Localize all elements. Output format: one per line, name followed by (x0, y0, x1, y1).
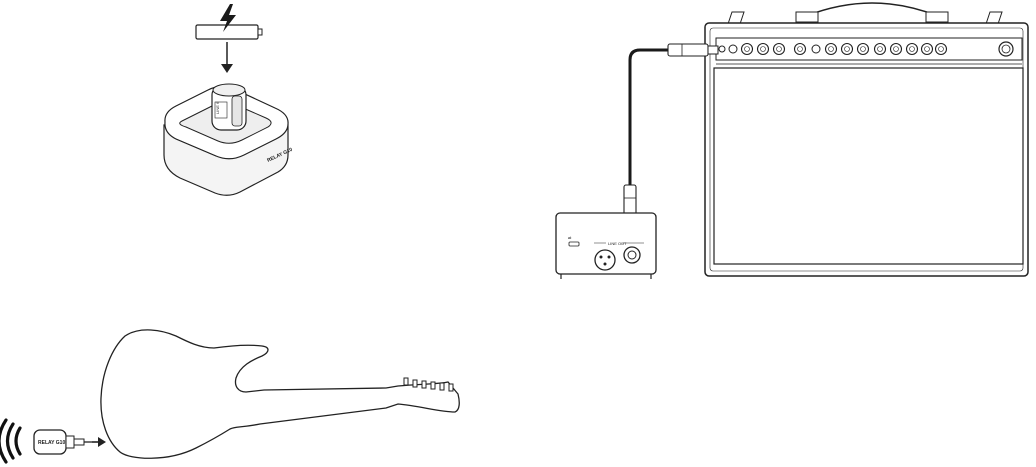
electric-guitar (101, 330, 459, 458)
input-jack (719, 46, 725, 52)
knob (875, 44, 886, 55)
knob (812, 45, 820, 53)
knob (858, 44, 869, 55)
wireless-receiver: ⇌ LINE OUT (556, 213, 656, 279)
usb-port (569, 242, 579, 246)
knob (842, 44, 853, 55)
knob (891, 44, 902, 55)
arrow-right-icon (92, 437, 106, 447)
battery-charging-icon (196, 4, 262, 39)
power-switch (999, 42, 1013, 56)
knob (729, 45, 737, 53)
xlr-output (595, 250, 615, 270)
guitar-transmitter: RELAY G10 (34, 430, 92, 454)
knob (795, 44, 806, 55)
knob (742, 44, 753, 55)
wireless-signal-icon (0, 420, 20, 462)
charging-dock: LINE 6 RELAY G10 (164, 84, 294, 195)
knob (826, 44, 837, 55)
knob (758, 44, 769, 55)
arrow-down-icon (221, 42, 233, 73)
transmitter-logo: LINE 6 (215, 101, 220, 114)
line-out-label: LINE OUT (608, 241, 627, 246)
transmitter-brand-mark: RELAY G10 (38, 440, 65, 446)
knob (907, 44, 918, 55)
guitar-amplifier (705, 3, 1028, 276)
knob (922, 44, 933, 55)
knob (936, 44, 947, 55)
knob (774, 44, 785, 55)
